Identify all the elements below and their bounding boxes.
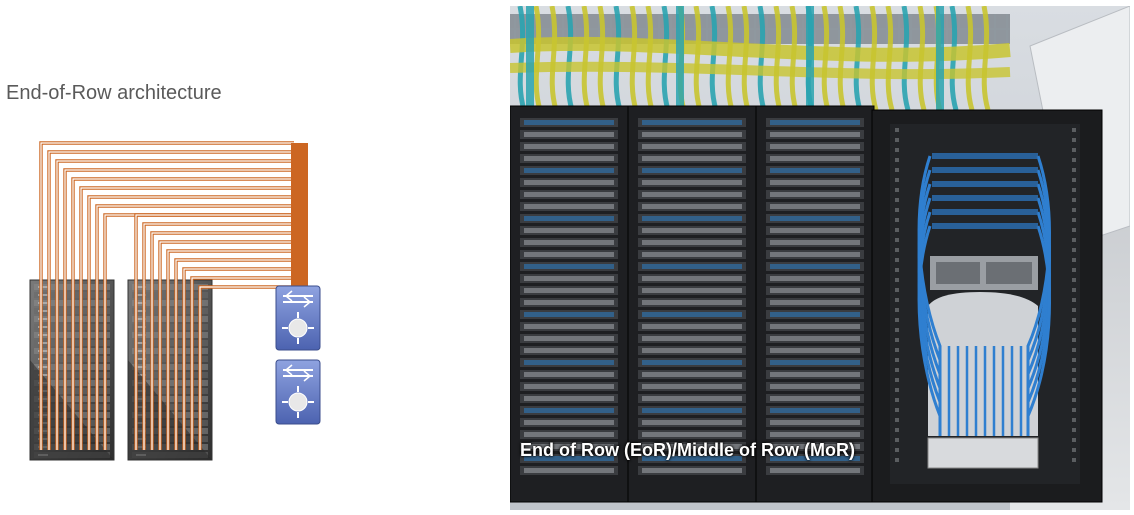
- switch-icon: [275, 359, 321, 425]
- photo-caption: End of Row (EoR)/Middle of Row (MoR): [520, 440, 855, 460]
- switch-icon: [275, 285, 321, 351]
- eor-diagram: [29, 141, 321, 461]
- diagram-title: End-of-Row architecture: [6, 82, 222, 104]
- datacenter-photo: [510, 6, 1130, 510]
- network-rack: [871, 109, 1103, 503]
- cable-trunk: [291, 143, 308, 286]
- cable-bundle: [39, 141, 294, 450]
